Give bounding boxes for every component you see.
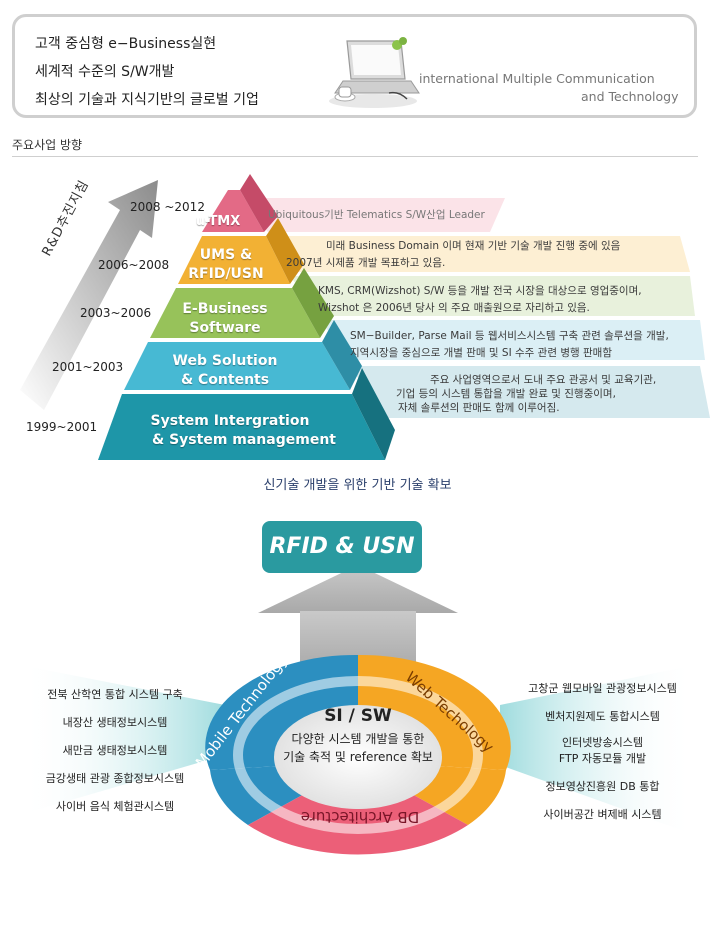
level-3-label-2: Software — [155, 319, 295, 338]
year-level-4: 2001~2003 — [52, 360, 123, 374]
level-4-label-2: & Contents — [150, 371, 300, 390]
level-2-desc-1: 미래 Business Domain 이며 현재 기반 기술 개발 진행 중에 … — [326, 238, 620, 254]
header-line-2: 세계적 수준의 S/W개발 — [35, 61, 174, 81]
level-3-desc-1: KMS, CRM(Wizshot) S/W 등을 개발 전국 시장을 대상으로 … — [318, 283, 642, 299]
ring-label-db: DB Architecture — [290, 808, 430, 826]
year-level-5: 1999~2001 — [26, 420, 97, 434]
left-list-item-5: 사이버 음식 체험관시스템 — [30, 798, 200, 814]
center-line-1: 다양한 시스템 개발을 통한 — [258, 730, 458, 747]
level-1-label: u-TMX — [188, 212, 248, 231]
level-1-desc: Ubiquitous기반 Telematics S/W산업 Leader — [268, 207, 485, 223]
level-5-desc-3: 자체 솔루션의 판매도 함께 이루어짐. — [398, 400, 560, 416]
level-5-label-1: System Intergration — [120, 412, 340, 431]
right-list-item-2: 벤처지원제도 통합시스템 — [510, 708, 695, 724]
year-level-2: 2006~2008 — [98, 258, 169, 272]
level-3-desc-2: Wizshot 은 2006년 당사 의 주요 매출원으로 자리하고 있음. — [318, 300, 590, 316]
pyramid-caption: 신기술 개발을 위한 기반 기술 확보 — [0, 474, 715, 493]
header-line-3: 최상의 기술과 지식기반의 글로벌 기업 — [35, 89, 259, 109]
level-2-label-2: RFID/USN — [176, 265, 276, 284]
right-list-item-5: 정보영상진흥원 DB 통합 — [510, 778, 695, 794]
left-list-item-3: 새만금 생태정보시스템 — [30, 742, 200, 758]
level-5-label-2: & System management — [134, 431, 354, 450]
right-list-item-4: FTP 자동모듈 개발 — [510, 750, 695, 766]
left-list-item-4: 금강생태 관광 종합정보시스템 — [30, 770, 200, 786]
right-list-item-1: 고창군 웹모바일 관광정보시스템 — [510, 680, 695, 696]
right-list-item-3: 인터넷방송시스템 — [510, 734, 695, 750]
level-2-desc-2: 2007년 시제품 개발 목표하고 있음. — [286, 255, 445, 271]
level-4-desc-1: SM−Builder, Parse Mail 등 웹서비스시스템 구축 관련 솔… — [350, 328, 669, 344]
level-3-label-1: E-Business — [155, 300, 295, 319]
tagline-1: international Multiple Communication — [419, 71, 655, 86]
level-2-label-1: UMS & — [176, 246, 276, 265]
left-list-item-2: 내장산 생태정보시스템 — [30, 714, 200, 730]
section-title: 주요사업 방향 — [12, 136, 82, 153]
section-divider — [12, 156, 698, 157]
header-line-1: 고객 중심형 e−Business실현 — [35, 33, 216, 53]
level-4-label-1: Web Solution — [150, 352, 300, 371]
left-list-item-1: 전북 산학연 통합 시스템 구축 — [30, 686, 200, 702]
laptop-illustration — [325, 35, 425, 111]
level-4-desc-2: 지역시장을 중심으로 개별 판매 및 SI 수주 관련 병행 판매함 — [350, 345, 612, 361]
right-list-item-6: 사이버공간 벼제배 시스템 — [510, 806, 695, 822]
header-box: 고객 중심형 e−Business실현 세계적 수준의 S/W개발 최상의 기술… — [12, 14, 697, 118]
year-level-3: 2003~2006 — [80, 306, 151, 320]
tagline-2: and Technology — [581, 89, 679, 104]
center-title: SI / SW — [258, 706, 458, 726]
goal-label: RFID & USN — [262, 521, 422, 573]
center-line-2: 기술 축적 및 reference 확보 — [258, 748, 458, 765]
